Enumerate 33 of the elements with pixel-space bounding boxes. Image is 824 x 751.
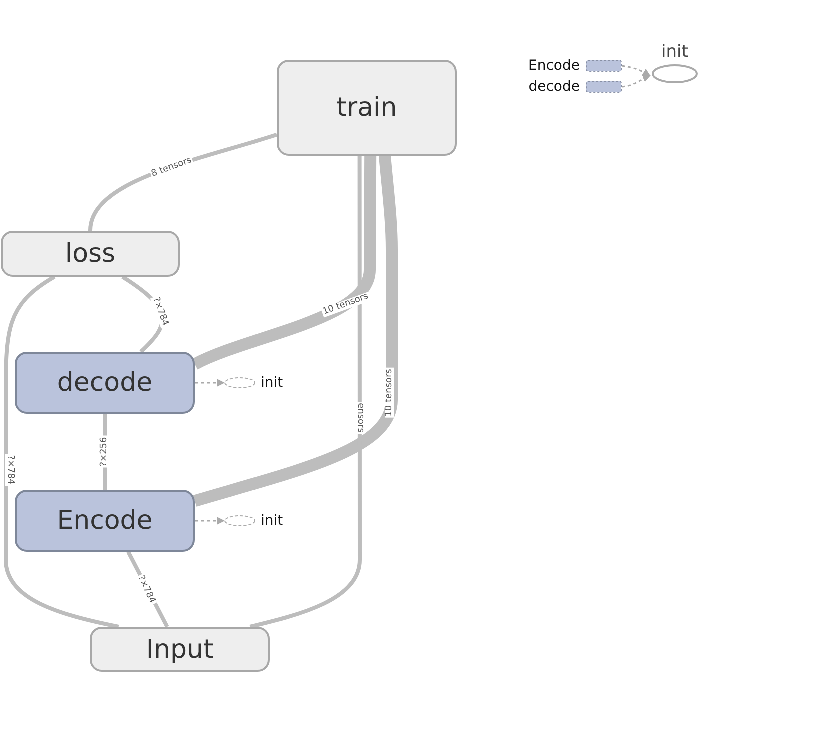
dashed-ellipse bbox=[224, 377, 256, 389]
node-title: init bbox=[662, 44, 688, 61]
node-caption: Encode bbox=[528, 59, 580, 73]
edge-label: 10 tensors bbox=[386, 368, 394, 418]
dashed-arrow bbox=[622, 65, 651, 77]
group-node bbox=[15, 352, 195, 414]
dashed-ellipse bbox=[224, 515, 256, 527]
dashed-box bbox=[586, 60, 622, 72]
node-caption: init bbox=[261, 376, 284, 390]
dashed-box bbox=[586, 81, 622, 93]
group-node bbox=[1, 231, 180, 277]
dashed-arrow bbox=[195, 517, 225, 525]
node-label: loss bbox=[65, 241, 116, 267]
group-node bbox=[277, 60, 457, 156]
group-node bbox=[90, 627, 270, 672]
connector-line bbox=[250, 156, 362, 629]
ellipse-node bbox=[651, 64, 699, 84]
connector-line bbox=[192, 156, 377, 370]
node-label: Encode bbox=[57, 508, 153, 534]
node-label: train bbox=[336, 95, 398, 121]
edge-label: ensors bbox=[356, 402, 364, 434]
node-caption: init bbox=[261, 514, 284, 528]
node-label: Input bbox=[146, 636, 214, 662]
node-label: decode bbox=[57, 370, 153, 396]
edge-label: ?×784 bbox=[6, 454, 14, 486]
edge-label: ?×256 bbox=[100, 436, 110, 468]
dashed-arrow bbox=[195, 379, 225, 387]
edge-label: 8 tensors bbox=[150, 156, 194, 180]
connector-line bbox=[193, 155, 398, 507]
connector-line bbox=[4, 275, 120, 629]
node-caption: decode bbox=[528, 80, 580, 94]
group-node bbox=[15, 490, 195, 552]
dashed-arrow bbox=[622, 75, 651, 88]
